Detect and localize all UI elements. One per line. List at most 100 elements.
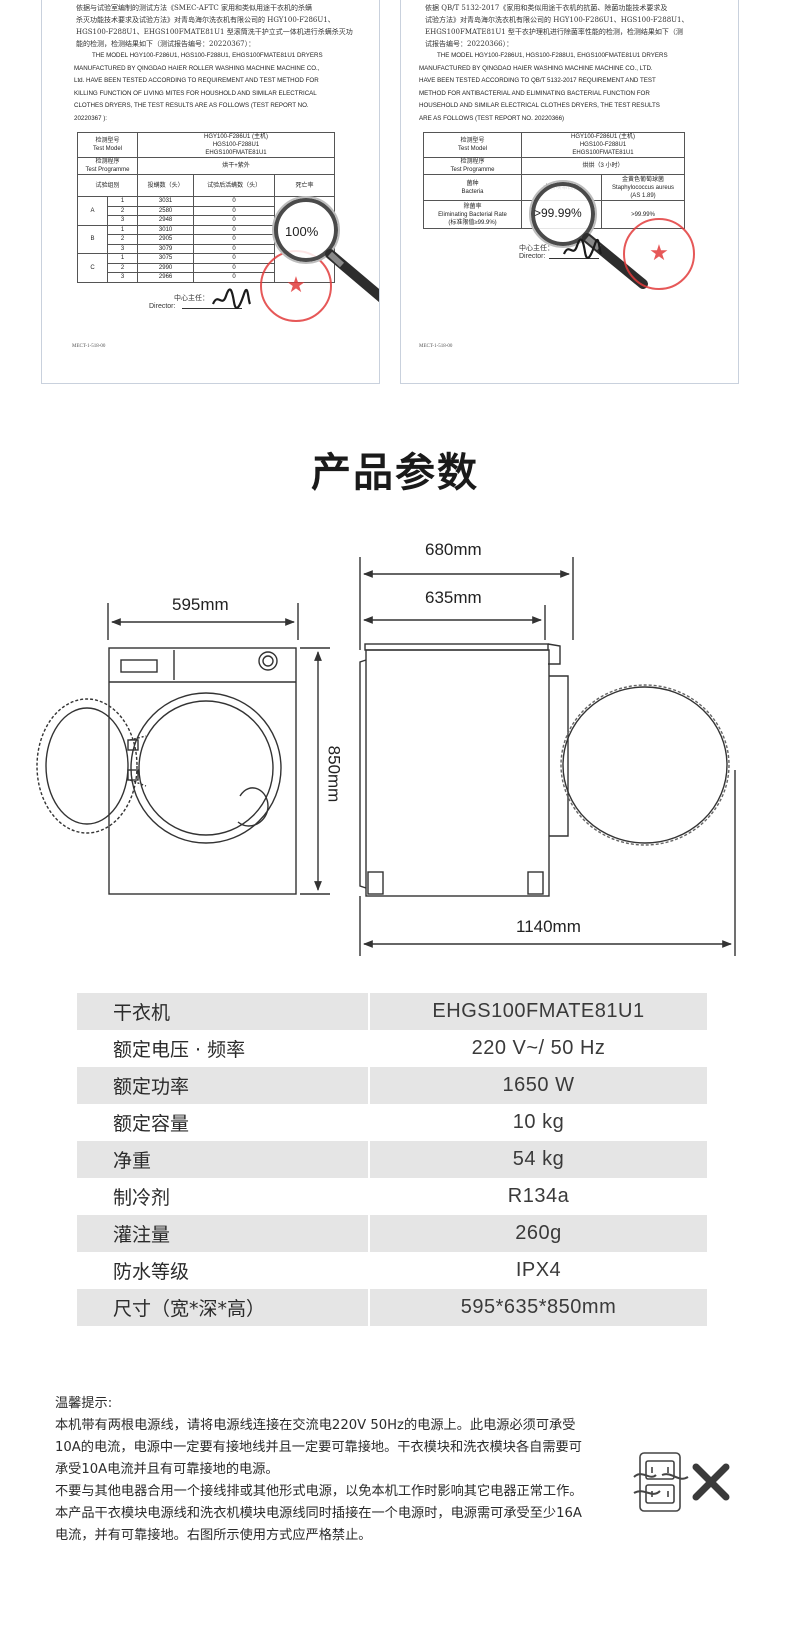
cell: 0 xyxy=(193,205,275,216)
dimension-drawing xyxy=(36,557,736,956)
spec-value: IPX4 xyxy=(515,1259,562,1281)
star-icon: ★ xyxy=(286,273,306,298)
spec-value: 595*635*850mm xyxy=(460,1296,617,1318)
cert-left-cn-line: 能的检测，检测结果如下（测试报告编号：20220367）： xyxy=(76,40,256,48)
cert-left-en-line: THE MODEL HGY100-F286U1, HGS100-F288U1, … xyxy=(92,52,323,59)
bacteria-name-cn: 金黄色葡萄球菌 xyxy=(621,176,664,183)
spec-key: 干衣机 xyxy=(113,1002,171,1024)
spec-value: R134a xyxy=(507,1185,570,1207)
rate-label-note: (标准限值≥99.9%) xyxy=(448,219,497,226)
divider xyxy=(368,1141,370,1178)
tips-line: 10A的电流，电源中一定要有接地线并且一定要可靠接地。干衣模块和洗衣模块各自需要… xyxy=(55,1440,582,1455)
programme-label-cell: 检测程序 Test Programme xyxy=(423,157,522,175)
cell: 0 xyxy=(193,253,275,264)
model-name: HGY100-F286U1 (主机) xyxy=(570,134,636,140)
programme-value: 烘干+紫外 xyxy=(137,157,335,175)
programme-label-cell: 检测程序 Test Programme xyxy=(77,157,138,175)
group-name: A xyxy=(77,196,108,226)
divider xyxy=(368,993,370,1030)
cell: 3 xyxy=(107,272,138,283)
cell: 2580 xyxy=(136,205,195,216)
cell: 0 xyxy=(193,215,275,226)
table-row: 净重 54 kg xyxy=(77,1141,707,1178)
cell: 0 xyxy=(193,224,275,235)
cert-left-en-line: MANUFACTURED BY QINGDAO HAIER ROLLER WAS… xyxy=(74,64,320,72)
cert-left-cn-text: 依据与试验室编制的测试方法《SMEC-AFTC 家用和类似用途干衣机的杀螨 杀灭… xyxy=(76,2,376,50)
model-label-en: Test Model xyxy=(457,146,487,152)
cell: 2 xyxy=(107,205,138,216)
divider xyxy=(368,1252,370,1289)
magnifier-value: 100% xyxy=(285,224,319,239)
divider xyxy=(368,1178,370,1215)
model-name: HGS100-F288U1 xyxy=(212,142,260,148)
programme-label-cn: 检测程序 xyxy=(95,159,120,165)
magnifier-icon xyxy=(529,180,648,289)
cert-right-cn-line: EHGS100FMATE81U1 型干衣护理机进行除菌率性能的检测，检测结果如下… xyxy=(425,28,683,36)
column-header: 投螨数（头） xyxy=(136,174,195,197)
model-name: HGS100-F288U1 xyxy=(579,142,627,148)
cell: 2 xyxy=(107,234,138,245)
model-label-cn: 检测型号 xyxy=(460,138,485,144)
cert-left-en-line: KILLING FUNCTION OF LIVING MITES FOR HOU… xyxy=(74,89,317,97)
divider xyxy=(368,1030,370,1067)
divider xyxy=(368,1215,370,1252)
signature-mark xyxy=(211,288,252,310)
model-name: EHGS100FMATE81U1 xyxy=(205,150,267,156)
spec-value: 1650 W xyxy=(502,1074,575,1096)
model-label-en: Test Model xyxy=(92,146,122,152)
bacteria-label-cell: 菌种 Bacteria xyxy=(423,174,522,201)
cell: 1 xyxy=(107,196,138,207)
cell: 3 xyxy=(107,243,138,254)
table-row: 3 2966 0 xyxy=(78,272,335,283)
cert-right-cn-line: 依据 QB/T 5132-2017《家用和类似用途干衣机的抗菌、除菌功能技术要求… xyxy=(425,4,668,12)
model-name: HGY100-F286U1 (主机) xyxy=(203,134,269,140)
tips-title: 温馨提示: xyxy=(55,1396,113,1411)
bacteria-label-cn: 菌种 xyxy=(466,180,479,187)
side-view xyxy=(359,557,736,956)
cert-right-en-text: THE MODEL HGY100-F286U1, HGS100-F288U1, … xyxy=(419,50,729,125)
spec-value: 260g xyxy=(515,1222,562,1244)
dimension-door-open-label: 1140mm xyxy=(516,917,581,936)
cert-right-en-line: THE MODEL HGY100-F286U1, HGS100-F288U1, … xyxy=(437,52,668,59)
cell: 0 xyxy=(193,234,275,245)
spec-key: 防水等级 xyxy=(113,1261,190,1283)
tips-line: 承受10A电流并且有可靠接地的电源。 xyxy=(55,1462,279,1477)
model-name: EHGS100FMATE81U1 xyxy=(572,150,634,156)
cert-right-cn-line: 试报告编号：20220366）： xyxy=(425,40,514,48)
star-icon: ★ xyxy=(649,241,669,266)
table-row: 额定功率 1650 W xyxy=(77,1067,707,1104)
section-title: 产品参数 xyxy=(311,450,479,496)
cell: 3031 xyxy=(136,196,195,207)
cert-right-en-line: HOUSEHOLD AND SIMILAR ELECTRICAL CLOTHES… xyxy=(419,102,660,109)
cell: 0 xyxy=(193,196,275,207)
group-name: C xyxy=(77,253,108,283)
cert-left-en-line: CLOTHES DRYERS, THE TEST RESULTS ARE AS … xyxy=(74,102,309,109)
spec-value: 10 kg xyxy=(512,1111,565,1133)
cert-left-en-line: Ltd. HAVE BEEN TESTED ACCORDING TO REQUI… xyxy=(74,77,319,84)
divider xyxy=(368,1104,370,1141)
prohibited-x-icon xyxy=(692,1463,730,1501)
dimension-width-label: 595mm xyxy=(172,595,229,614)
cell: 2990 xyxy=(136,262,195,273)
cell: 2966 xyxy=(136,272,195,283)
cell: 2948 xyxy=(136,215,195,226)
cell: 3010 xyxy=(136,224,195,235)
programme-label-cn: 检测程序 xyxy=(460,159,485,165)
column-header: 死亡率 xyxy=(274,174,335,197)
dimension-height-label: 850mm xyxy=(324,745,344,803)
cert-right-cn-text: 依据 QB/T 5132-2017《家用和类似用途干衣机的抗菌、除菌功能技术要求… xyxy=(425,2,730,50)
director-label-cn: 中心主任： xyxy=(174,294,209,302)
divider xyxy=(368,1067,370,1104)
magnifier-icon xyxy=(272,196,379,302)
cert-left-en-text: THE MODEL HGY100-F286U1, HGS100-F288U1, … xyxy=(74,50,376,125)
cert-right-en-line: METHOD FOR ANTIBACTERIAL AND ELIMINATING… xyxy=(419,89,650,97)
table-row: 额定电压 · 频率 220 V~/ 50 Hz xyxy=(77,1030,707,1067)
signature-line xyxy=(549,258,599,259)
table-row: B 1 3010 0 xyxy=(77,224,335,254)
certificate-mite-test: 依据与试验室编制的测试方法《SMEC-AFTC 家用和类似用途干衣机的杀螨 杀灭… xyxy=(41,0,380,384)
programme-label-en: Test Programme xyxy=(450,167,495,173)
model-label-cell: 检测型号 Test Model xyxy=(77,132,138,158)
cert-right-en-line: MANUFACTURED BY QINGDAO HAIER WASHING MA… xyxy=(419,64,653,72)
table-row: 干衣机 EHGS100FMATE81U1 xyxy=(77,993,707,1030)
spec-value: 220 V~/ 50 Hz xyxy=(471,1037,606,1059)
